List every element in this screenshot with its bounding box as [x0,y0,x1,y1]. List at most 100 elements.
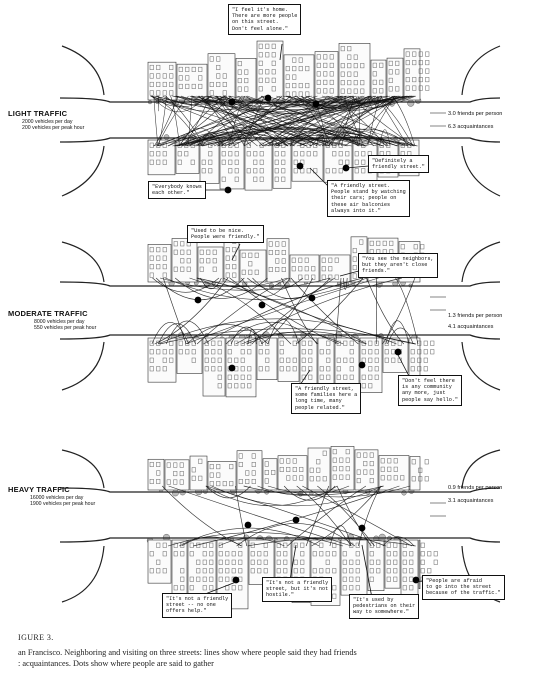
heavy-window [332,568,337,574]
heavy-window [279,466,284,472]
heavy-window [251,470,256,476]
light-window [340,88,345,94]
light-window [234,151,239,157]
moderate-window [374,374,379,380]
light-window [156,90,161,96]
light-social-link [313,95,329,147]
moderate-window [279,349,284,355]
light-window [372,71,377,77]
light-social-link [196,95,352,112]
heavy-window [198,458,203,464]
moderate-window [240,357,245,363]
moderate-window [240,340,245,346]
moderate-social-link [382,277,416,345]
moderate-window [258,366,263,372]
heavy-social-link [243,485,384,496]
light-window [340,71,345,77]
heavy-window [222,481,227,487]
light-window [253,159,258,165]
moderate-social-link [196,277,367,345]
moderate-window [349,374,354,380]
light-window [360,63,365,69]
light-social-link [289,95,328,147]
moderate-window [423,349,428,355]
heavy-traffic-vehicles-per-day: 16000 vehicles per day [30,495,84,501]
light-window [274,159,279,165]
moderate-window [298,266,303,272]
light-window [329,62,334,68]
moderate-window [301,340,306,346]
heavy-window [369,568,374,574]
heavy-window [180,576,185,582]
heavy-window [363,461,368,467]
heavy-window [264,461,269,467]
light-window [258,60,263,66]
heavy-window [283,559,288,565]
corner-curb [61,449,105,489]
heavy-window [196,568,201,574]
moderate-window [301,349,306,355]
moderate-building-bot-4 [256,337,278,380]
light-window [178,66,183,72]
heavy-window [191,467,196,473]
moderate-window [275,250,280,255]
caption-line-1: an Francisco. Neighboring and visiting o… [18,648,357,657]
light-window [412,60,417,66]
heavy-building-top-8 [330,446,355,491]
light-social-link [276,95,417,111]
moderate-window [334,274,339,280]
moderate-window [173,249,178,255]
light-window [258,52,263,58]
corner-curb-right [461,449,501,489]
light-window [379,79,384,85]
heavy-curb-bottom [59,537,501,543]
heavy-window [198,475,203,481]
light-window [169,64,174,70]
heavy-window [342,585,347,591]
heavy-window [386,551,391,557]
heavy-window [424,476,429,482]
heavy-building-bot-12 [418,539,421,589]
corner-curb-right [461,45,501,96]
heavy-window [251,462,256,467]
moderate-window [376,240,381,246]
heavy-window [250,551,255,557]
light-window [185,66,190,72]
light-window [258,69,263,75]
moderate-window [217,383,222,389]
light-window [405,60,410,66]
light-window [285,66,290,72]
heavy-window [156,559,161,565]
heavy-gathering-dot [412,576,420,584]
heavy-window [369,542,374,548]
heavy-window [356,478,361,484]
heavy-window [257,551,262,557]
heavy-window [209,551,214,557]
moderate-social-link [162,277,187,345]
light-window [253,168,258,174]
heavy-window [209,542,214,548]
moderate-social-link [385,320,410,345]
moderate-window [211,340,216,346]
heavy-window [369,461,374,467]
light-window [405,77,410,83]
moderate-window [384,357,389,363]
heavy-window [218,551,223,557]
light-window [313,151,318,157]
heavy-window [238,479,243,484]
heavy-window [427,551,432,557]
light-window [293,159,298,165]
light-window [228,168,233,174]
light-social-link [367,95,383,147]
corner-curb [61,145,105,197]
light-window [208,151,213,157]
moderate-window [211,357,216,363]
heavy-window [189,576,194,582]
light-social-link [275,95,391,147]
light-window [156,81,161,87]
heavy-window [322,450,327,456]
light-window [191,83,196,89]
moderate-window [304,274,309,280]
moderate-window [178,349,183,355]
moderate-window [240,349,245,355]
